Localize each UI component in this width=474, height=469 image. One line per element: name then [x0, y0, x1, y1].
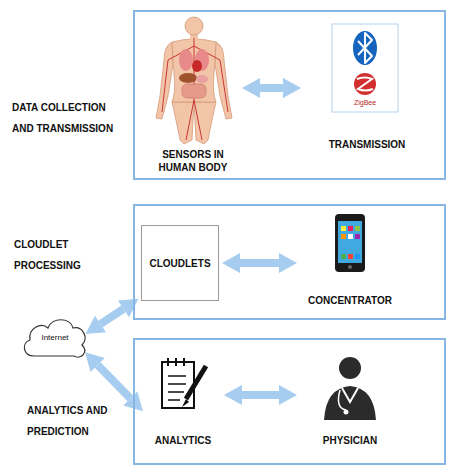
process-box: CLOUDLETS — [141, 225, 219, 301]
physician-icon — [324, 357, 376, 420]
wireless-icons — [332, 24, 398, 112]
double-arrow — [260, 84, 283, 92]
node-label: SENSORS IN HUMAN BODY — [147, 148, 239, 174]
node-label: Internet — [41, 333, 68, 343]
cloud-shape — [24, 320, 85, 357]
node-label: CLOUDLETS — [149, 257, 210, 270]
node-label: CONCENTRATOR — [300, 294, 400, 307]
node-label: PHYSICIAN — [300, 434, 400, 447]
double-arrow — [98, 365, 131, 398]
stage-heading: ANALYTICS AND PREDICTION — [27, 400, 113, 442]
phone-icon — [335, 214, 365, 272]
transmission-node: TRANSMISSION — [304, 20, 430, 170]
node-label: ANALYTICS — [145, 434, 221, 447]
sensor-node: SENSORS IN HUMAN BODY — [147, 16, 239, 176]
node-label: TRANSMISSION — [304, 138, 430, 151]
double-arrow — [240, 259, 279, 267]
stage-heading: DATA COLLECTION AND TRANSMISSION — [12, 97, 116, 139]
double-arrow — [101, 309, 124, 324]
human-body — [156, 17, 232, 144]
concentrator-node: CONCENTRATOR — [300, 214, 400, 314]
physician-node: PHYSICIAN — [300, 352, 400, 460]
stage-panel: SENSORS IN HUMAN BODYTRANSMISSIONDATA CO… — [133, 10, 446, 180]
notepad-icon — [162, 358, 206, 408]
stage-heading: CLOUDLET PROCESSING — [14, 234, 118, 276]
logo-label: ZigBee — [332, 99, 398, 107]
stage-panel: ANALYTICSPHYSICIANANALYTICS AND PREDICTI… — [133, 338, 446, 465]
internet-cloud: Internet — [20, 314, 90, 362]
analytics-node: ANALYTICS — [145, 354, 221, 462]
double-arrow — [242, 391, 279, 399]
stage-panel: CLOUDLETSCONCENTRATORCLOUDLET PROCESSING — [133, 204, 446, 320]
